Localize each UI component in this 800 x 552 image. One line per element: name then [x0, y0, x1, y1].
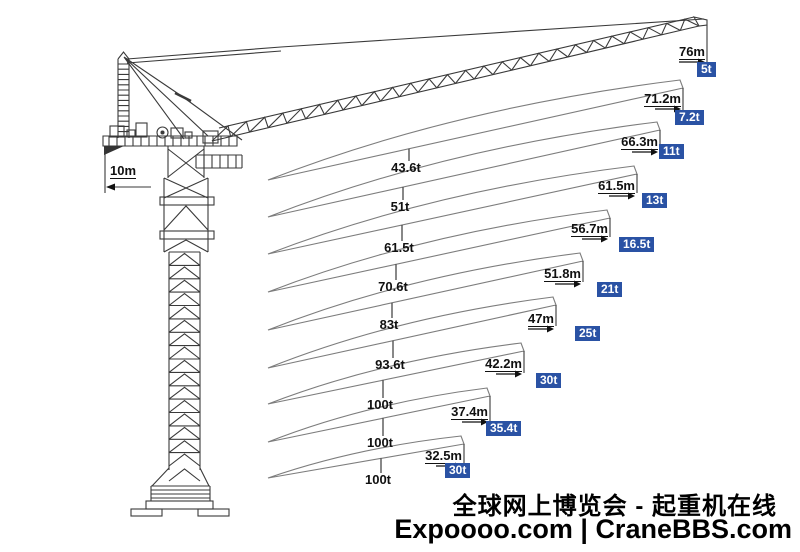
radius-label: 66.3m	[621, 134, 658, 150]
tip-load-badge: 35.4t	[486, 421, 522, 436]
jib-position-line	[267, 296, 557, 369]
max-load-label: 43.6t	[391, 160, 421, 175]
radius-label: 47m	[527, 311, 554, 327]
jib-position-line	[267, 121, 661, 218]
crane-drawing	[102, 16, 708, 517]
radius-label: 61.5m	[598, 178, 635, 194]
tip-load-badge: 25t	[575, 326, 601, 341]
radius-label: 56.7m	[571, 221, 608, 237]
max-load-label: 100t	[364, 472, 392, 487]
a-frame-mast	[117, 51, 243, 141]
max-load-label: 100t	[366, 435, 394, 450]
max-load-label: 93.6t	[375, 357, 405, 372]
tip-load-badge: 7.2t	[675, 110, 704, 125]
dimension-arrow-icon	[106, 183, 115, 191]
jib-position-line	[267, 435, 465, 479]
counter-radius-dimension	[104, 148, 151, 193]
max-load-label: 100t	[366, 397, 394, 412]
jib-position-line	[267, 387, 491, 443]
jib-foot	[202, 130, 219, 144]
tip-load-badge: 21t	[597, 282, 623, 297]
tower-mast	[168, 251, 201, 470]
tower-head-cage	[159, 146, 215, 253]
radius-label: 32.5m	[425, 448, 462, 464]
radius-arrow-icon	[628, 192, 635, 200]
counter-radius-label: 10m	[110, 163, 137, 179]
tip-load-badge: 13t	[642, 193, 668, 208]
radius-label: 51.8m	[544, 266, 581, 282]
hoist-winch-icon	[156, 126, 169, 139]
tip-load-badge: 30t	[445, 463, 471, 478]
tip-load-badge: 30t	[536, 373, 562, 388]
jib-position-line	[267, 165, 638, 255]
pendant-line	[126, 18, 705, 64]
max-load-label: 61.5t	[384, 240, 414, 255]
jib-position-line	[267, 252, 584, 331]
jib-position-lines	[267, 25, 708, 479]
tower-walkway	[195, 154, 243, 169]
radius-arrow-icon	[601, 235, 608, 243]
jib-position-line	[267, 209, 611, 293]
counter-jib-deck	[102, 122, 238, 155]
site-title-chinese: 全球网上博览会 - 起重机在线	[452, 493, 777, 520]
stay-lines	[123, 56, 243, 141]
max-load-label: 51t	[390, 199, 410, 214]
site-domains: Expoooo.com | CraneBBS.com	[394, 514, 792, 544]
jib-lattice	[211, 16, 708, 142]
max-load-label: 70.6t	[378, 279, 408, 294]
radius-arrow-icon	[515, 370, 522, 378]
radius-arrow-icon	[481, 418, 488, 426]
jib-position-line	[267, 342, 525, 405]
radius-arrow-icon	[547, 325, 554, 333]
radius-label: 37.4m	[451, 404, 488, 420]
tip-load-badge: 5t	[697, 62, 716, 77]
jib-position-line	[267, 79, 684, 181]
radius-label: 42.2m	[485, 356, 522, 372]
tip-load-badge: 11t	[659, 144, 684, 159]
radius-label: 76m	[678, 44, 705, 60]
radius-label: 71.2m	[644, 91, 681, 107]
max-load-label: 83t	[379, 317, 399, 332]
tip-load-badge: 16.5t	[619, 237, 655, 252]
radius-arrow-icon	[574, 280, 581, 288]
base-foundation	[130, 467, 230, 517]
radius-arrow-icon	[651, 148, 658, 156]
